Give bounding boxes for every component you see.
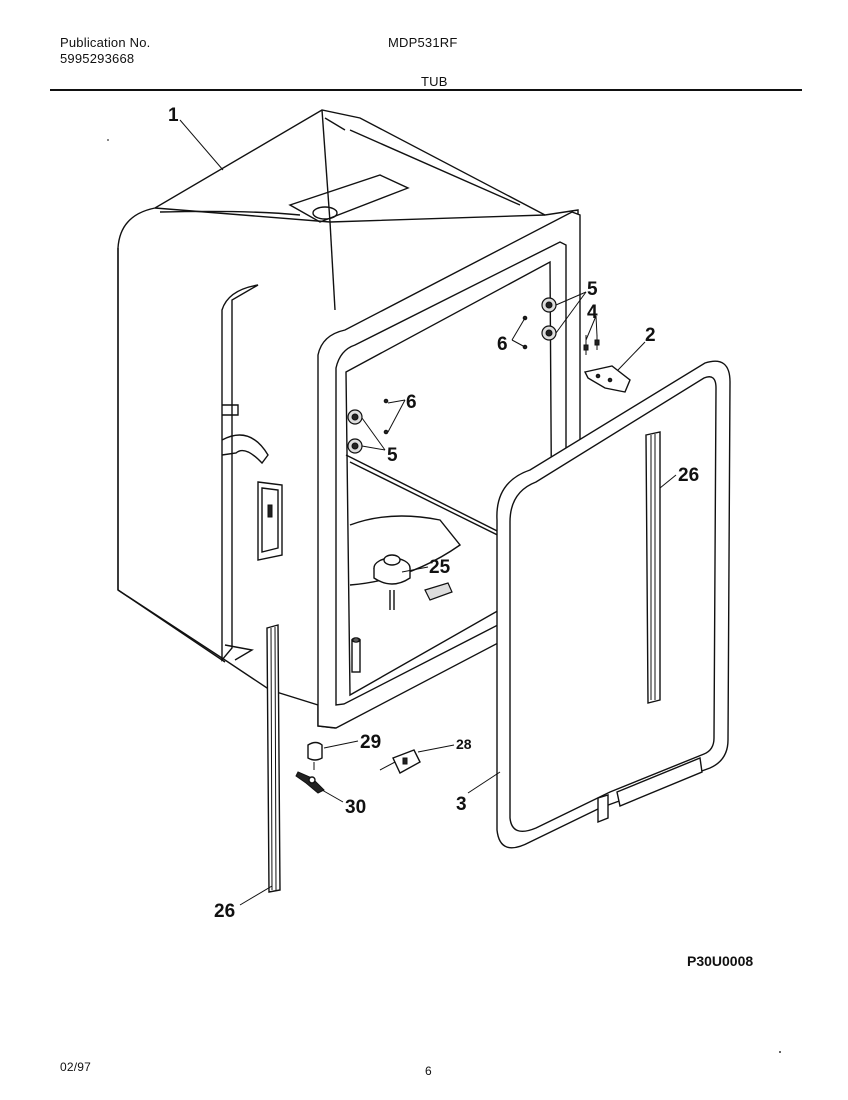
model-number: MDP531RF	[388, 35, 458, 50]
callout-5-right: 5	[587, 279, 598, 300]
callout-28: 28	[456, 736, 472, 752]
part-26-seal-right	[645, 431, 661, 704]
part-25-hub	[373, 554, 411, 610]
callout-30: 30	[345, 797, 366, 818]
callout-26-right: 26	[678, 465, 699, 486]
publication-label: Publication No.	[60, 35, 151, 50]
page-number: 6	[425, 1064, 432, 1078]
footer-date: 02/97	[60, 1060, 92, 1074]
callout-2: 2	[645, 325, 656, 346]
part-2-bracket	[583, 365, 631, 393]
callout-26-left: 26	[214, 901, 235, 922]
part-29-cap	[307, 741, 323, 770]
leader-lines	[179, 119, 677, 906]
header-divider	[50, 89, 802, 91]
callout-29: 29	[360, 732, 381, 753]
callout-25: 25	[429, 557, 451, 578]
publication-number: 5995293668	[60, 51, 135, 66]
section-title: TUB	[421, 74, 448, 89]
part-3-door-gasket	[496, 360, 731, 849]
scan-speck	[107, 139, 109, 141]
part-4-screws	[583, 335, 600, 355]
callout-3: 3	[456, 794, 467, 815]
callout-5-left: 5	[387, 445, 398, 466]
callout-6-left: 6	[406, 392, 417, 413]
part-30-fitting	[295, 771, 325, 794]
part-28-switch	[379, 749, 421, 774]
callout-4: 4	[587, 302, 598, 323]
figure-code: P30U0008	[687, 953, 753, 969]
part-26-seal-left	[266, 624, 281, 893]
callout-1: 1	[168, 105, 179, 126]
scan-speck	[779, 1051, 781, 1053]
grommets-right	[522, 297, 557, 350]
grommets-left	[347, 398, 389, 454]
callout-6-right: 6	[497, 334, 508, 355]
